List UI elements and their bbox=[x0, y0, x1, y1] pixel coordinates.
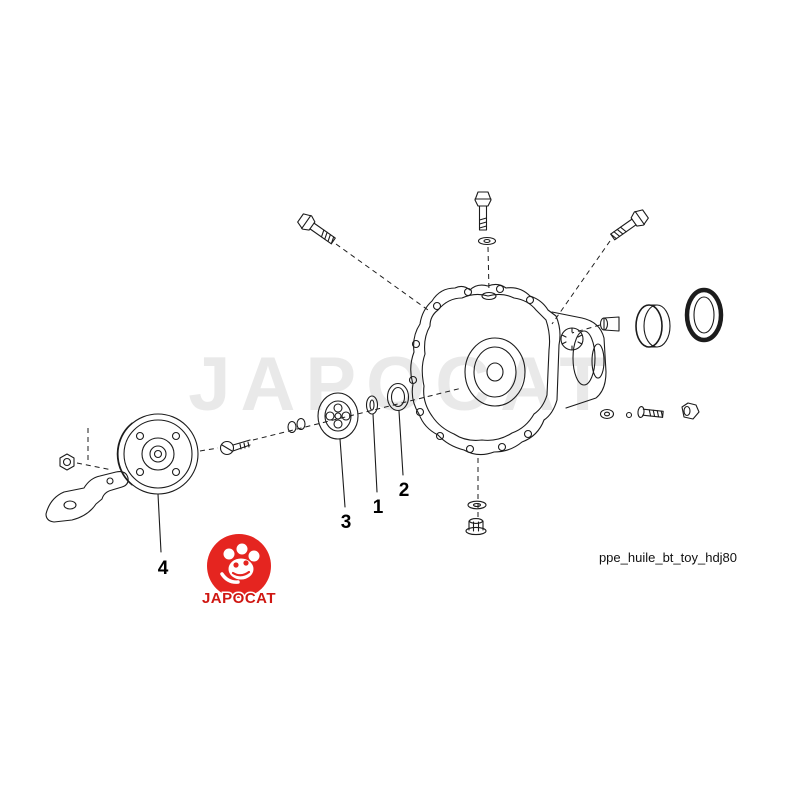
callout-label-3: 3 bbox=[341, 512, 352, 533]
pump-ring-part-2 bbox=[386, 382, 410, 412]
leader-line-4 bbox=[157, 493, 162, 553]
side-plug-bolt bbox=[571, 316, 620, 334]
callout-group: 3 1 2 4 bbox=[157, 410, 410, 579]
internal-gear bbox=[560, 327, 584, 351]
leader-line-2 bbox=[398, 410, 404, 476]
bearing-sleeve bbox=[635, 304, 671, 348]
callout-label-4: 4 bbox=[158, 558, 169, 579]
mount-bracket bbox=[45, 471, 129, 523]
logo-cat-mark bbox=[220, 543, 260, 584]
drain-plug-row bbox=[599, 402, 700, 420]
transfer-case-housing bbox=[408, 283, 607, 456]
top-bolt-right bbox=[551, 209, 649, 325]
mount-nut bbox=[59, 428, 113, 471]
top-bolt-center bbox=[474, 191, 497, 293]
pump-rotor-part-3 bbox=[317, 392, 359, 440]
bottom-washer-and-nut bbox=[465, 458, 487, 536]
logo-wordmark: JAPOCAT bbox=[202, 590, 276, 607]
top-bolt-left bbox=[297, 213, 429, 311]
top-washer bbox=[477, 236, 497, 246]
callout-label-1: 1 bbox=[373, 497, 384, 518]
image-filename-caption: ppe_huile_bt_toy_hdj80 bbox=[599, 550, 737, 565]
callout-label-2: 2 bbox=[399, 480, 410, 501]
pump-pin-part-1 bbox=[365, 395, 379, 415]
hex-plug bbox=[681, 402, 700, 420]
small-washers-pair bbox=[287, 417, 306, 434]
pump-screw bbox=[219, 439, 251, 456]
brand-logo: JAPOCAT bbox=[200, 534, 277, 609]
leader-line-3 bbox=[339, 438, 346, 508]
leader-line-1 bbox=[372, 413, 378, 493]
oil-seal-ring bbox=[684, 287, 724, 343]
